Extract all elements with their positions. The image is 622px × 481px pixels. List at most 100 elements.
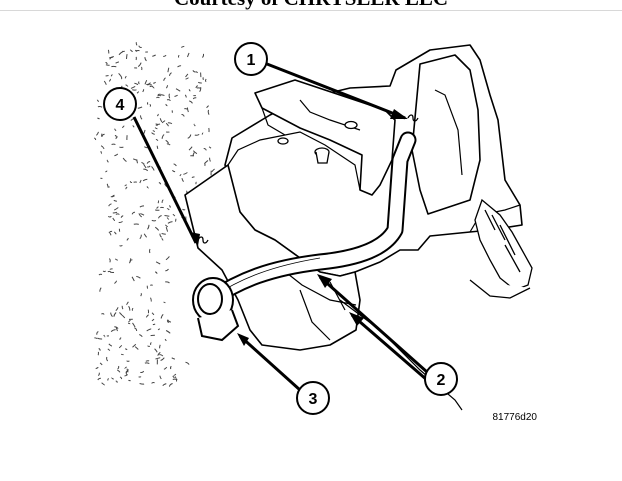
stipple-mark xyxy=(106,356,109,362)
stipple-mark xyxy=(101,313,105,315)
stipple-mark xyxy=(108,343,113,347)
stipple-mark xyxy=(172,169,176,173)
stipple-mark xyxy=(187,134,192,139)
stipple-mark xyxy=(119,376,123,380)
stipple-mark xyxy=(131,276,135,282)
stipple-mark xyxy=(149,248,151,254)
stipple-mark xyxy=(134,82,139,86)
stipple-mark xyxy=(165,85,169,89)
stipple-mark xyxy=(131,211,136,215)
stipple-mark xyxy=(126,301,129,306)
stipple-mark xyxy=(136,159,138,164)
stipple-mark xyxy=(124,75,127,79)
stipple-mark xyxy=(155,138,159,141)
stipple-mark xyxy=(163,77,166,81)
stipple-mark xyxy=(147,345,151,347)
stipple-mark xyxy=(94,337,98,340)
stipple-mark xyxy=(121,314,126,319)
stipple-mark xyxy=(107,348,111,351)
stipple-mark xyxy=(126,368,129,373)
stipple-mark xyxy=(136,91,139,94)
stipple-mark xyxy=(126,237,129,241)
stipple-mark xyxy=(146,161,151,164)
stipple-mark xyxy=(113,231,117,235)
stipple-mark xyxy=(108,258,111,263)
stipple-mark xyxy=(138,213,143,218)
stipple-mark xyxy=(181,178,184,182)
stipple-mark xyxy=(165,122,169,127)
stipple-mark xyxy=(101,382,105,386)
stipple-mark xyxy=(146,328,152,332)
stipple-mark xyxy=(189,100,193,104)
indicator-marks xyxy=(197,114,419,244)
stipple-mark xyxy=(137,106,143,109)
stipple-mark xyxy=(166,217,170,220)
stipple-mark xyxy=(97,117,100,120)
stipple-mark xyxy=(139,205,145,208)
stipple-mark xyxy=(167,122,173,125)
stipple-mark xyxy=(128,305,131,311)
stipple-mark xyxy=(184,94,187,98)
stipple-mark xyxy=(157,93,161,96)
callout-1: 1 xyxy=(234,42,268,76)
stipple-mark xyxy=(115,61,120,64)
stipple-mark xyxy=(191,176,195,179)
stipple-mark xyxy=(159,118,163,123)
stipple-mark xyxy=(158,215,162,219)
stipple-mark xyxy=(192,152,195,157)
stipple-mark xyxy=(188,146,193,151)
stipple-mark xyxy=(166,99,171,102)
stipple-mark xyxy=(136,275,141,279)
stipple-mark xyxy=(117,365,120,370)
stipple-mark xyxy=(108,78,112,82)
stipple-mark xyxy=(124,348,128,351)
stipple-mark xyxy=(143,129,146,134)
stipple-mark xyxy=(132,343,137,348)
callout-2: 2 xyxy=(424,362,458,396)
stipple-mark xyxy=(205,78,207,83)
stipple-mark xyxy=(193,123,196,127)
stipple-mark xyxy=(115,380,118,383)
stipple-mark xyxy=(112,211,118,214)
stipple-mark xyxy=(96,331,99,335)
stipple-mark xyxy=(207,109,210,115)
stipple-mark xyxy=(139,334,143,338)
stipple-mark xyxy=(172,375,175,379)
stipple-mark xyxy=(129,181,133,183)
stipple-mark xyxy=(144,57,147,62)
stipple-mark xyxy=(177,54,180,58)
callout-3-label: 3 xyxy=(309,391,318,408)
stipple-mark xyxy=(117,369,121,373)
stipple-mark xyxy=(160,313,164,319)
stipple-mark xyxy=(98,372,100,376)
stipple-mark xyxy=(126,360,130,362)
stipple-mark xyxy=(163,54,167,57)
stipple-mark xyxy=(145,314,149,318)
stipple-mark xyxy=(181,45,185,48)
stipple-mark xyxy=(115,136,118,140)
stipple-mark xyxy=(140,292,142,297)
stipple-mark xyxy=(128,319,131,323)
courtesy-header: Courtesy of CHRYSLER LLC xyxy=(0,0,622,11)
stipple-mark xyxy=(134,346,139,350)
stipple-mark xyxy=(113,207,119,211)
stipple-mark xyxy=(132,158,137,161)
stipple-mark xyxy=(107,378,109,381)
stipple-mark xyxy=(121,125,125,129)
stipple-mark xyxy=(138,81,140,85)
stipple-mark xyxy=(185,361,190,365)
stipple-mark xyxy=(167,221,173,224)
stipple-mark xyxy=(146,83,150,86)
stipple-mark xyxy=(154,348,158,353)
stipple-mark xyxy=(185,73,189,78)
stipple-mark xyxy=(194,133,200,136)
stipple-mark xyxy=(143,233,148,238)
stipple-mark xyxy=(135,42,138,46)
stipple-mark xyxy=(128,379,131,382)
stipple-mark xyxy=(100,133,103,137)
stipple-mark xyxy=(118,344,123,349)
stipple-mark xyxy=(118,73,122,76)
stipple-mark xyxy=(138,45,142,48)
stipple-mark xyxy=(114,280,118,284)
